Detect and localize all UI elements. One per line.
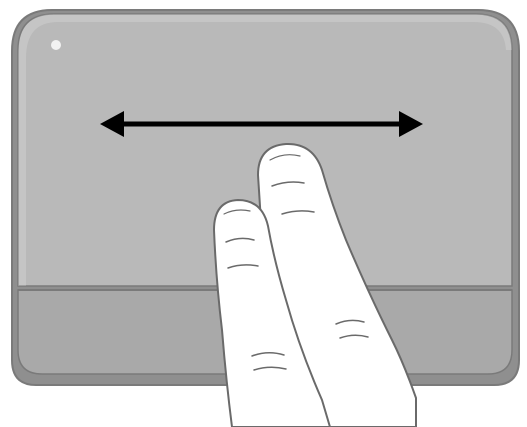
touchpad-indicator-light <box>51 40 61 50</box>
